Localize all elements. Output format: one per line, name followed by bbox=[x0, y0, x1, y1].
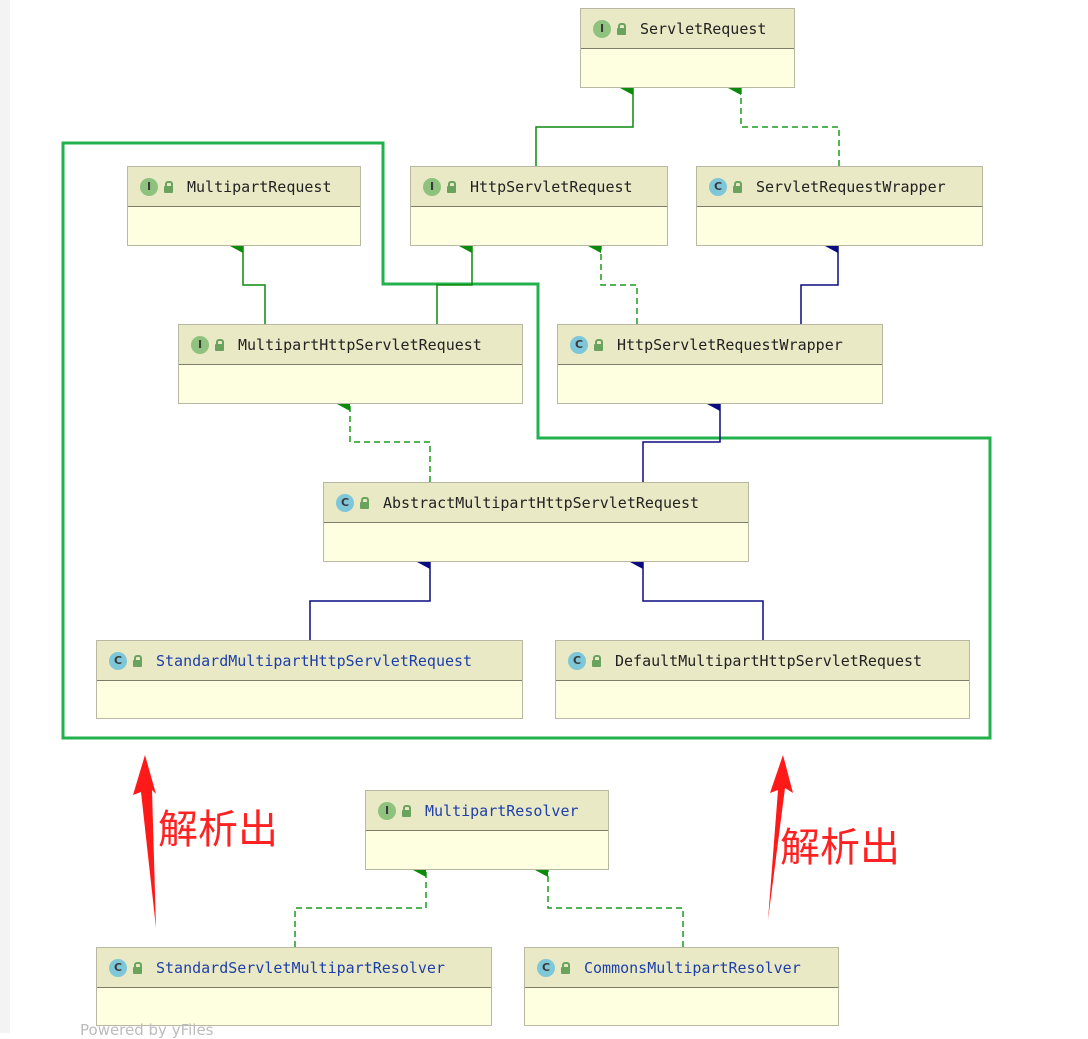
node-title: ServletRequest bbox=[640, 19, 767, 38]
red-arrow-left bbox=[133, 755, 156, 928]
lock-icon bbox=[360, 496, 369, 509]
lock-icon bbox=[733, 180, 742, 193]
node-abstract-multipart-http-servlet-request[interactable]: C AbstractMultipartHttpServletRequest bbox=[323, 482, 749, 562]
node-title: StandardServletMultipartResolver bbox=[156, 958, 445, 977]
lock-icon bbox=[215, 338, 224, 351]
edge-abstract-hsrw bbox=[642, 397, 721, 482]
node-servlet-request[interactable]: I ServletRequest bbox=[580, 8, 795, 88]
lock-icon bbox=[447, 180, 456, 193]
lock-icon bbox=[592, 654, 601, 667]
node-header: C CommonsMultipartResolver bbox=[525, 948, 838, 988]
lock-icon bbox=[561, 961, 570, 974]
node-header: I HttpServletRequest bbox=[411, 167, 667, 207]
lock-icon bbox=[133, 961, 142, 974]
interface-icon: I bbox=[191, 335, 209, 354]
node-title: MultipartRequest bbox=[187, 177, 332, 196]
node-multipart-http-servlet-request[interactable]: I MultipartHttpServletRequest bbox=[178, 324, 523, 404]
class-icon: C bbox=[570, 335, 588, 354]
class-icon: C bbox=[537, 958, 555, 977]
interface-icon: I bbox=[140, 177, 158, 196]
interface-icon: I bbox=[423, 177, 441, 196]
highlight-box bbox=[61, 141, 992, 740]
edge-hsrw-servletrequestwrapper bbox=[800, 239, 839, 324]
edge-abstract-mhsr bbox=[337, 397, 431, 482]
node-header: C HttpServletRequestWrapper bbox=[558, 325, 882, 365]
node-title: MultipartResolver bbox=[425, 801, 579, 820]
abstract-class-icon: C bbox=[336, 493, 354, 512]
node-http-servlet-request-wrapper[interactable]: C HttpServletRequestWrapper bbox=[557, 324, 883, 404]
node-header: I MultipartHttpServletRequest bbox=[179, 325, 522, 365]
node-title: HttpServletRequestWrapper bbox=[617, 335, 843, 354]
edge-commonsresolver-multipartresolver bbox=[535, 863, 684, 947]
edge-standardresolver-multipartresolver bbox=[294, 863, 427, 947]
node-header: C StandardServletMultipartResolver bbox=[97, 948, 491, 988]
node-multipart-resolver[interactable]: I MultipartResolver bbox=[365, 790, 609, 870]
edge-hsrw-httpservletrequest bbox=[588, 239, 638, 324]
node-title: HttpServletRequest bbox=[470, 177, 633, 196]
node-header: I MultipartResolver bbox=[366, 791, 608, 831]
edge-standard-abstract bbox=[309, 555, 431, 640]
lock-icon bbox=[164, 180, 173, 193]
annotation-left-label: 解析出 bbox=[158, 807, 278, 853]
class-icon: C bbox=[568, 651, 586, 670]
class-icon: C bbox=[109, 958, 127, 977]
node-standard-servlet-multipart-resolver[interactable]: C StandardServletMultipartResolver bbox=[96, 947, 492, 1026]
node-header: C DefaultMultipartHttpServletRequest bbox=[556, 641, 969, 681]
edge-httpservletrequest-servletrequest bbox=[535, 81, 634, 166]
interface-icon: I bbox=[378, 801, 396, 820]
red-arrow-right bbox=[768, 755, 793, 920]
lock-icon bbox=[594, 338, 603, 351]
edge-default-abstract bbox=[630, 555, 764, 640]
edge-mhsr-httpservletrequest bbox=[436, 239, 473, 324]
node-http-servlet-request[interactable]: I HttpServletRequest bbox=[410, 166, 668, 246]
lock-icon bbox=[617, 22, 626, 35]
annotation-right-label: 解析出 bbox=[780, 825, 900, 871]
node-header: C AbstractMultipartHttpServletRequest bbox=[324, 483, 748, 523]
lock-icon bbox=[402, 804, 411, 817]
node-servlet-request-wrapper[interactable]: C ServletRequestWrapper bbox=[696, 166, 983, 246]
node-title: CommonsMultipartResolver bbox=[584, 958, 801, 977]
node-header: I ServletRequest bbox=[581, 9, 794, 49]
class-icon: C bbox=[109, 651, 127, 670]
node-default-multipart-http-servlet-request[interactable]: C DefaultMultipartHttpServletRequest bbox=[555, 640, 970, 719]
node-standard-multipart-http-servlet-request[interactable]: C StandardMultipartHttpServletRequest bbox=[96, 640, 523, 719]
node-title: ServletRequestWrapper bbox=[756, 177, 946, 196]
left-margin-strip bbox=[0, 0, 10, 1033]
node-header: I MultipartRequest bbox=[128, 167, 360, 207]
node-title: DefaultMultipartHttpServletRequest bbox=[615, 651, 923, 670]
interface-icon: I bbox=[593, 19, 611, 38]
node-title: MultipartHttpServletRequest bbox=[238, 335, 482, 354]
node-multipart-request[interactable]: I MultipartRequest bbox=[127, 166, 361, 246]
node-header: C ServletRequestWrapper bbox=[697, 167, 982, 207]
node-title: AbstractMultipartHttpServletRequest bbox=[383, 493, 700, 512]
node-commons-multipart-resolver[interactable]: C CommonsMultipartResolver bbox=[524, 947, 839, 1026]
footer-powered-by: Powered by yFiles bbox=[80, 1021, 214, 1039]
node-header: C StandardMultipartHttpServletRequest bbox=[97, 641, 522, 681]
edge-mhsr-multipartrequest bbox=[230, 239, 266, 324]
node-title: StandardMultipartHttpServletRequest bbox=[156, 651, 473, 670]
edge-servletrequestwrapper-servletrequest bbox=[728, 81, 840, 166]
lock-icon bbox=[133, 654, 142, 667]
class-icon: C bbox=[709, 177, 727, 196]
